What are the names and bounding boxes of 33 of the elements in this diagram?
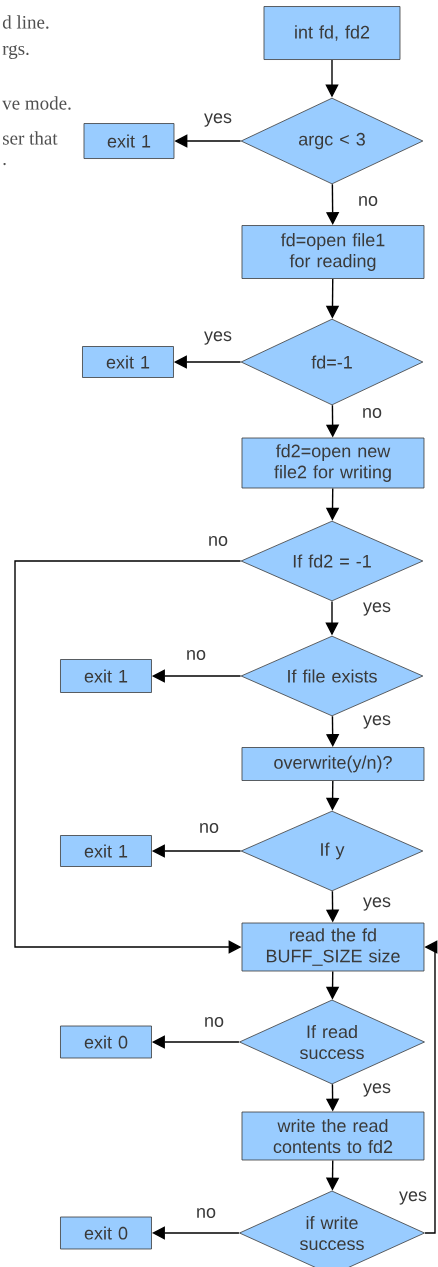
- process-box: exit 0: [60, 1216, 152, 1250]
- process-box: exit 1: [60, 659, 152, 693]
- edge-label: no: [198, 822, 220, 834]
- edge-label: yes: [203, 112, 233, 128]
- edge-label: no: [361, 407, 383, 419]
- process-box: int fd, fd2: [263, 6, 401, 60]
- process-box: write the read contents to fd2: [241, 1111, 425, 1161]
- edge-label: no: [357, 195, 379, 207]
- edge-label: yes: [398, 1190, 428, 1206]
- process-box: exit 1: [82, 346, 174, 378]
- edge-label: no: [207, 535, 229, 547]
- edge-label: no: [203, 1016, 225, 1028]
- edge-label: yes: [362, 896, 392, 912]
- background-text: .: [3, 162, 6, 166]
- arrow: [424, 940, 438, 1234]
- background-text: ve mode.: [2, 96, 71, 110]
- edge-label: no: [195, 1207, 217, 1219]
- background-text: ser that: [3, 131, 58, 145]
- process-box: read the fd BUFF_SIZE size: [241, 922, 425, 972]
- edge-label: yes: [362, 601, 392, 617]
- arrow: [14, 560, 242, 954]
- edge-label: yes: [203, 330, 233, 346]
- background-text: d line.: [2, 15, 49, 29]
- process-box: fd=open file1 for reading: [241, 225, 425, 279]
- process-box: fd2=open new file2 for writing: [241, 437, 425, 489]
- edge-label: no: [185, 649, 207, 661]
- edge-label: yes: [362, 1082, 392, 1098]
- process-box: overwrite(y/n)?: [241, 747, 425, 781]
- edge-label: yes: [362, 714, 392, 730]
- process-box: exit 0: [60, 1025, 152, 1059]
- background-text: rgs.: [2, 45, 29, 59]
- process-box: exit 1: [60, 835, 152, 867]
- process-box: exit 1: [83, 123, 175, 159]
